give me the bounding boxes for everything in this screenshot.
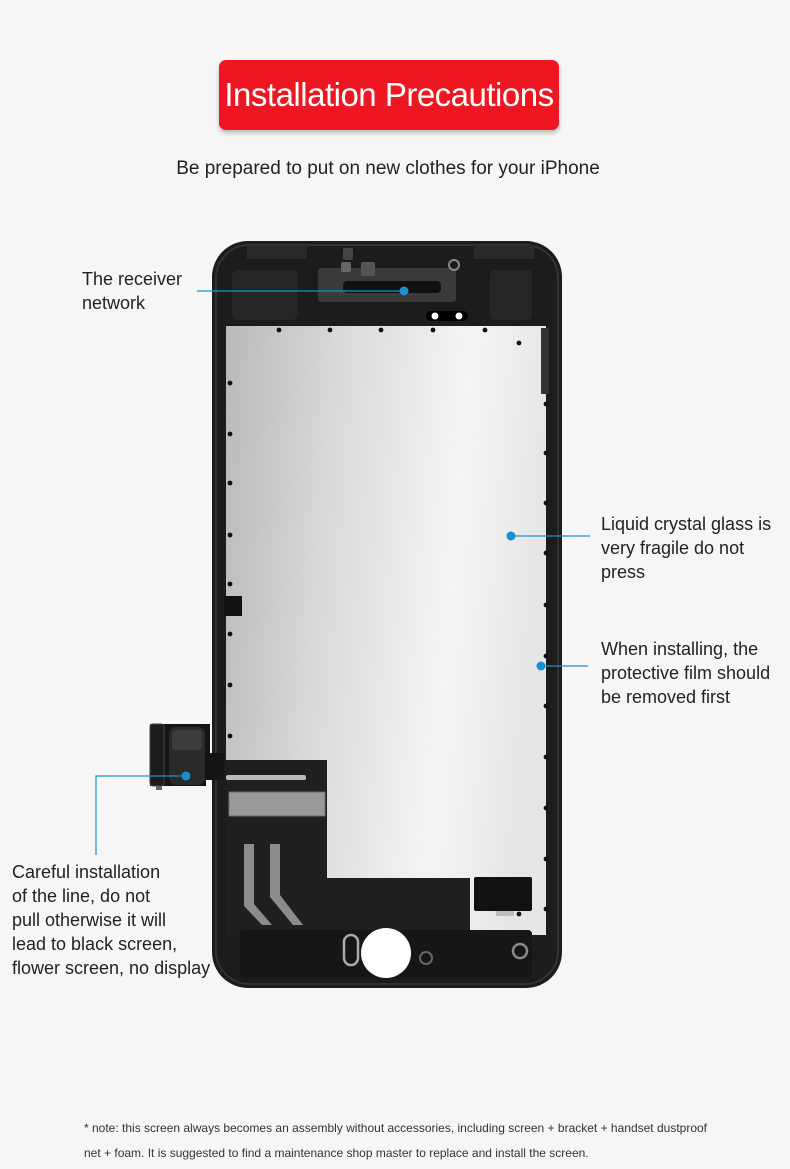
callout-film-line-1: When installing, the [601,639,759,659]
callout-lcd-line-3: press [601,562,646,582]
callout-cable-line-1: Careful installation [12,862,161,882]
callout-lines [95,290,590,855]
callout-cable: Careful installation of the line, do not… [12,860,210,980]
callout-cable-line-3: pull otherwise it will [12,910,167,930]
page-title: Installation Precautions [224,76,554,113]
screw-dots-right [516,401,549,917]
callout-lcd-line-1: Liquid crystal glass is [601,514,772,534]
callout-film-line-2: protective film should [601,663,771,683]
callout-film: When installing, the protective film sho… [601,637,770,709]
screw-dots-left [227,380,233,739]
callout-film-line-3: be removed first [601,687,731,707]
callout-cable-line-4: lead to black screen, [12,934,178,954]
callout-receiver-line-2: network [82,293,146,313]
title-badge: Installation Precautions [219,60,559,130]
footnote-line-1: * note: this screen always becomes an as… [84,1121,707,1135]
callout-cable-line-5: flower screen, no display [12,958,211,978]
callout-receiver-line-1: The receiver [82,269,183,289]
footnote: * note: this screen always becomes an as… [84,1116,764,1166]
lcd-panel [226,326,546,935]
page-subtitle: Be prepared to put on new clothes for yo… [176,158,600,179]
callout-receiver: The receiver network [82,267,182,315]
callout-dots [181,286,546,781]
callout-cable-line-2: of the line, do not [12,886,151,906]
home-button-hole [361,928,411,978]
screw-dots-top [276,327,522,346]
callout-lcd: Liquid crystal glass is very fragile do … [601,512,771,584]
footnote-line-2: net + foam. It is suggested to find a ma… [84,1146,589,1160]
callout-lcd-line-2: very fragile do not [601,538,745,558]
